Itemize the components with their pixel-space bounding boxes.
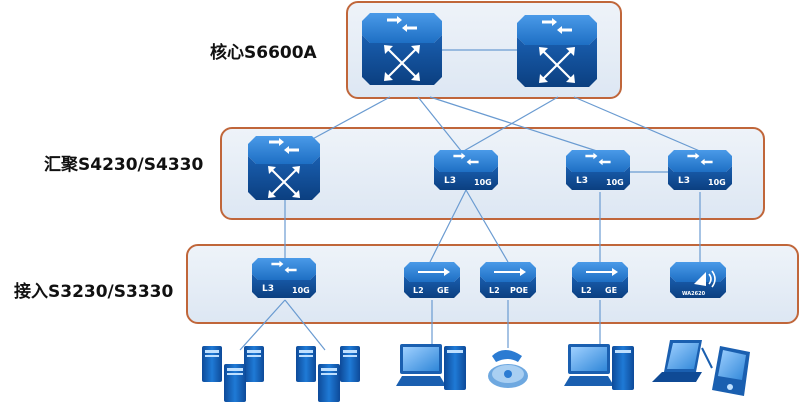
link-acc1-servers2 [284,299,326,351]
access-switch-1: L3 10G [252,258,316,298]
core-layer-label: 核心S6600A [210,43,317,63]
access-switch-2: L2 GE [404,262,460,298]
cross-arrows-icon [539,47,575,83]
link-agg2-acc2 [429,189,467,263]
link-agg2-acc3 [465,189,509,263]
access-switch-3: L2 POE [480,262,536,298]
cross-arrows-icon [268,166,300,198]
server-group-1 [202,346,264,402]
ge-label: GE [605,286,617,295]
l3-label: L3 [444,176,456,186]
10g-label: 10G [292,286,310,295]
aggregation-switch-1 [248,136,320,200]
l2-label: L2 [413,286,424,295]
link-core-agg2b [461,96,559,153]
l3-label: L3 [262,284,274,294]
server-icon [224,364,246,402]
l3-label: L3 [576,176,588,186]
desktop-pc-2 [564,344,634,390]
stack-arrows-icon [418,268,450,276]
link-core-agg4 [573,96,703,153]
stack-arrows-icon [586,268,618,276]
l2-label: L2 [489,286,500,295]
links [239,49,703,352]
poe-label: POE [510,286,528,295]
server-icon [202,346,222,382]
pda-icon [701,346,750,396]
link-acc1-servers1 [239,299,286,351]
wifi-icon [694,270,716,288]
ge-label: GE [437,286,449,295]
l3-label: L3 [678,176,690,186]
link-core-agg2 [417,96,463,153]
core-switch-1 [362,13,442,85]
tower-icon [444,346,466,390]
monitor-icon [564,344,614,386]
10g-label: 10G [708,178,726,187]
10g-label: 10G [474,178,492,187]
stack-arrows-icon [494,268,526,276]
aggregation-layer-label: 汇聚S4230/S4330 [44,155,204,175]
desktop-pc-1 [396,344,466,390]
server-group-2 [296,346,360,402]
aggregation-switch-3: L3 10G [566,150,630,190]
server-icon [318,364,340,402]
ip-phone-icon [488,350,528,388]
aggregation-switch-4: L3 10G [668,150,732,190]
link-core-agg3 [429,96,601,153]
server-icon [340,346,360,382]
server-icon [296,346,316,382]
l2-label: L2 [581,286,592,295]
tower-icon [612,346,634,390]
aggregation-switch-2: L3 10G [434,150,498,190]
laptop-icon [652,340,702,382]
access-switch-4: L2 GE [572,262,628,298]
monitor-icon [396,344,446,386]
cross-arrows-icon [384,45,420,81]
access-layer-label: 接入S3230/S3330 [14,282,174,302]
10g-label: 10G [606,178,624,187]
server-icon [244,346,264,382]
wlan-model-label: WA2620 [682,291,706,297]
access-wireless-ap: WA2620 [670,262,726,298]
core-switch-2 [517,15,597,87]
